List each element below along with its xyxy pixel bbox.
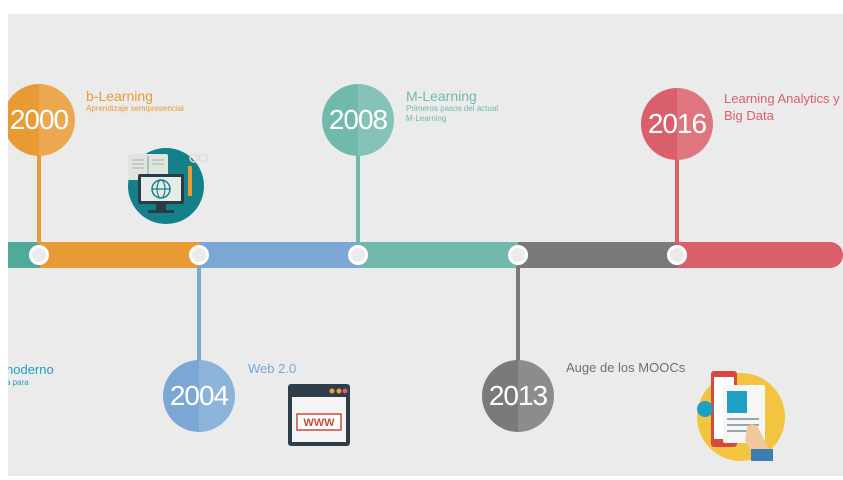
- year-circle-2016: 2016: [641, 88, 713, 160]
- timeline-node-2004: [189, 245, 209, 265]
- year-label-2013: 2013: [488, 380, 548, 411]
- milestone-title-2008: M-Learning: [406, 88, 477, 104]
- tablet-touch-icon: [691, 367, 791, 463]
- timeline-node-2016: [667, 245, 687, 265]
- year-circle-2004: 2004: [163, 360, 235, 432]
- milestone-subtitle-2008-line2: M-Learning: [406, 114, 447, 123]
- timeline-slide: 2000 2004 2008 2013 2016 b-Learning Apre…: [8, 14, 843, 476]
- timeline-segment-2013: [518, 242, 678, 268]
- year-label-2008: 2008: [328, 104, 388, 135]
- milestone-title-2016-line2: Big Data: [724, 108, 774, 123]
- timeline-node-2000: [29, 245, 49, 265]
- year-circle-2013: 2013: [482, 360, 554, 432]
- year-label-2016: 2016: [647, 108, 707, 139]
- stem-2013: [516, 266, 520, 362]
- timeline-node-2013: [508, 245, 528, 265]
- milestone-subtitle-2000: Aprendizaje semipresencial: [86, 104, 184, 113]
- year-label-2000: 2000: [9, 104, 69, 135]
- timeline-segment-2008: [359, 242, 518, 268]
- milestone-title-2013: Auge de los MOOCs: [566, 360, 686, 375]
- www-text: WWW: [303, 417, 335, 429]
- year-circle-2000: 2000: [8, 84, 75, 156]
- stem-2008: [356, 154, 360, 244]
- stem-2000: [37, 154, 41, 244]
- timeline-node-2008: [348, 245, 368, 265]
- partial-title-left: noderno: [8, 362, 54, 377]
- browser-www-icon: WWW: [288, 384, 350, 446]
- milestone-title-2016-line1: Learning Analytics y: [724, 91, 840, 106]
- milestone-title-2004: Web 2.0: [248, 361, 297, 376]
- timeline-segment-2000: [40, 242, 200, 268]
- timeline-segment-2004: [200, 242, 359, 268]
- stem-2016: [675, 154, 679, 244]
- partial-subtitle-left: a para: [8, 378, 29, 387]
- computer-globe-books-icon: [124, 144, 208, 224]
- stem-2004: [197, 266, 201, 362]
- timeline-segment-2016: [678, 242, 843, 268]
- milestone-title-2000: b-Learning: [86, 88, 153, 104]
- year-circle-2008: 2008: [322, 84, 394, 156]
- milestone-subtitle-2008-line1: Primeros pasos del actual: [406, 104, 499, 113]
- year-label-2004: 2004: [169, 380, 229, 411]
